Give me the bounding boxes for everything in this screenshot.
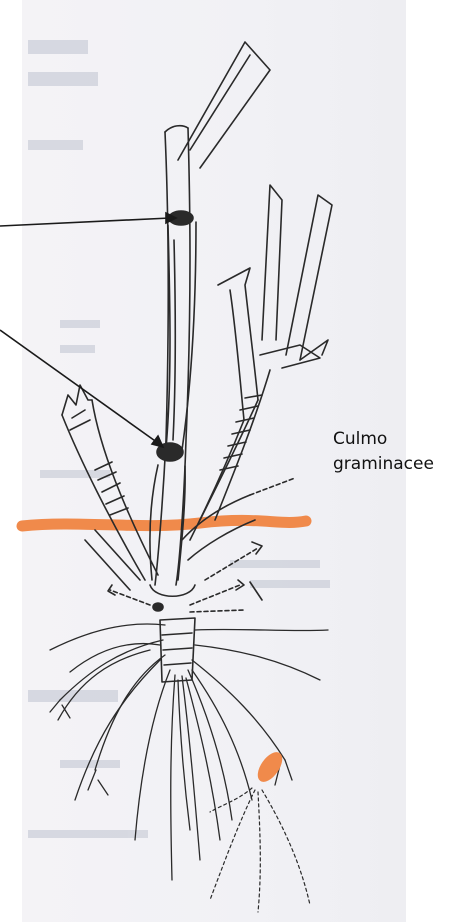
soil-surface-line: [22, 520, 306, 526]
pointer-arrowhead-lower-node: [152, 436, 163, 447]
diagram-label: Culmo graminacee: [333, 427, 434, 477]
label-line-1: Culmo: [333, 427, 434, 452]
label-line-2: graminacee: [333, 452, 434, 477]
left-lower-leaf: [85, 530, 140, 590]
main-culm: [155, 132, 168, 585]
seed-roots: [210, 788, 310, 912]
pointer-line-upper-node: [0, 218, 170, 226]
crown: [150, 585, 195, 596]
right-tiller-tall: [262, 185, 282, 340]
upper-leaf-blade: [178, 42, 270, 168]
seed: [253, 748, 287, 786]
left-tiller: [62, 415, 145, 580]
label-pointers: [0, 213, 176, 447]
right-leaf-sheath: [218, 268, 258, 400]
